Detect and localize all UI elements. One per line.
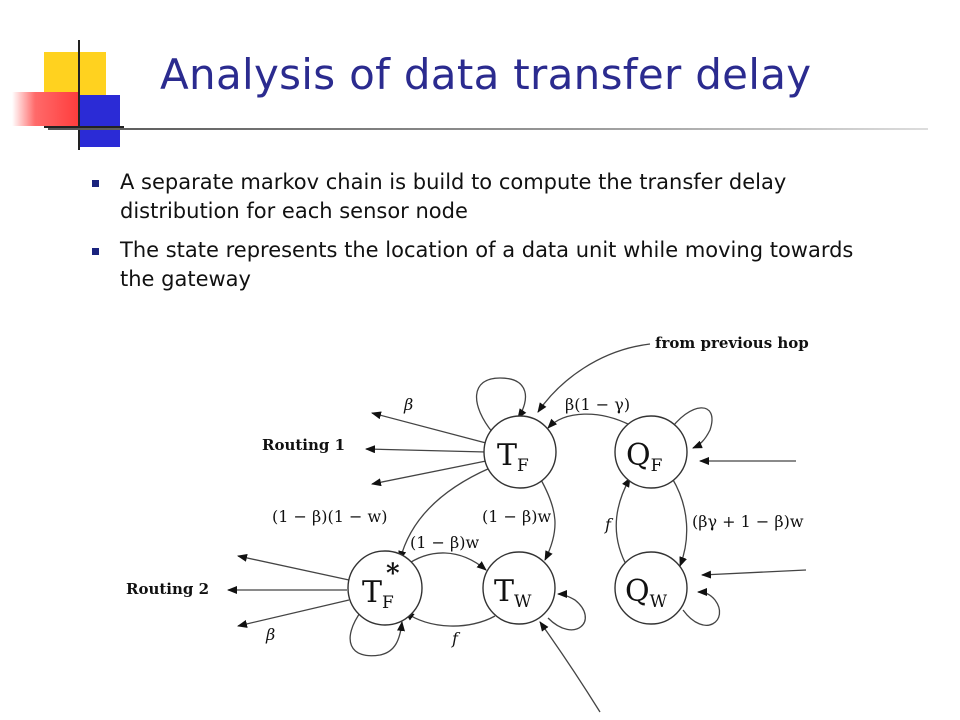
node-qf-label: QF bbox=[626, 438, 663, 476]
edge-routing2-bot bbox=[237, 599, 350, 628]
label-routing-2: Routing 2 bbox=[126, 580, 209, 598]
edge-from-previous-hop bbox=[537, 343, 651, 413]
node-tfstar-circle bbox=[347, 550, 423, 626]
bullet-marker bbox=[92, 248, 99, 255]
slide-title: Analysis of data transfer delay bbox=[160, 50, 812, 99]
edge-incoming-qw bbox=[701, 569, 807, 579]
node-tw-circle bbox=[482, 551, 556, 625]
label-beta-gamma-term: (βγ + 1 − β)w bbox=[692, 512, 804, 531]
label-f-bottom: f bbox=[451, 629, 461, 648]
edge-tf-to-tfstar bbox=[398, 467, 491, 561]
edge-tw-self-loop bbox=[547, 590, 586, 631]
label-one-minus-beta-w-mid: (1 − β)w bbox=[410, 533, 479, 552]
edge-qf-to-tf bbox=[547, 413, 631, 429]
edge-tfstar-self-loop bbox=[349, 609, 405, 657]
label-beta-one-minus-gamma: β(1 − γ) bbox=[565, 395, 630, 414]
label-routing-1: Routing 1 bbox=[262, 436, 345, 454]
edge-qw-self-loop bbox=[682, 588, 721, 626]
edge-routing1-bot bbox=[371, 460, 487, 487]
deco-horizontal-line bbox=[44, 126, 124, 128]
label-one-minus-beta-w-right: (1 − β)w bbox=[482, 507, 551, 526]
label-beta-top: β bbox=[403, 395, 413, 414]
label-beta-bottom: β bbox=[265, 625, 275, 644]
bullet-text: The state represents the location of a d… bbox=[120, 238, 854, 291]
node-tf-circle bbox=[483, 415, 557, 489]
deco-blue-square bbox=[80, 95, 120, 147]
bullet-marker bbox=[92, 180, 99, 187]
bullet-list: A separate markov chain is build to comp… bbox=[92, 168, 872, 304]
edge-tf-self-loop bbox=[475, 377, 527, 434]
edge-routing2-top bbox=[237, 553, 350, 581]
edge-routing1-mid bbox=[365, 445, 487, 454]
deco-red-square bbox=[12, 92, 78, 126]
edge-incoming-tw bbox=[539, 621, 601, 713]
bullet-item: A separate markov chain is build to comp… bbox=[92, 168, 872, 226]
node-tw-label: TW bbox=[494, 574, 532, 612]
node-qw-label: QW bbox=[625, 574, 668, 612]
edge-tw-to-tfstar bbox=[404, 611, 496, 627]
bullet-text: A separate markov chain is build to comp… bbox=[120, 170, 787, 223]
node-tfstar-label: TF bbox=[362, 575, 394, 613]
edge-qw-to-qf bbox=[615, 477, 631, 569]
edge-routing1-top bbox=[371, 411, 487, 444]
node-qw-circle bbox=[614, 551, 688, 625]
node-tf-label: TF bbox=[497, 438, 529, 476]
node-qf-circle bbox=[614, 415, 688, 489]
node-tfstar-star: * bbox=[386, 559, 400, 589]
edge-qf-to-qw bbox=[671, 477, 688, 567]
label-one-minus-beta-one-minus-w: (1 − β)(1 − w) bbox=[272, 507, 387, 526]
edge-qf-self-loop bbox=[667, 407, 713, 449]
edge-tfstar-to-tw bbox=[404, 552, 487, 571]
title-underline bbox=[48, 128, 928, 130]
deco-vertical-line bbox=[78, 40, 80, 150]
edge-tf-to-tw bbox=[539, 477, 556, 561]
label-f-right: f bbox=[604, 515, 614, 534]
label-from-previous-hop: from previous hop bbox=[655, 334, 809, 352]
bullet-item: The state represents the location of a d… bbox=[92, 236, 872, 294]
